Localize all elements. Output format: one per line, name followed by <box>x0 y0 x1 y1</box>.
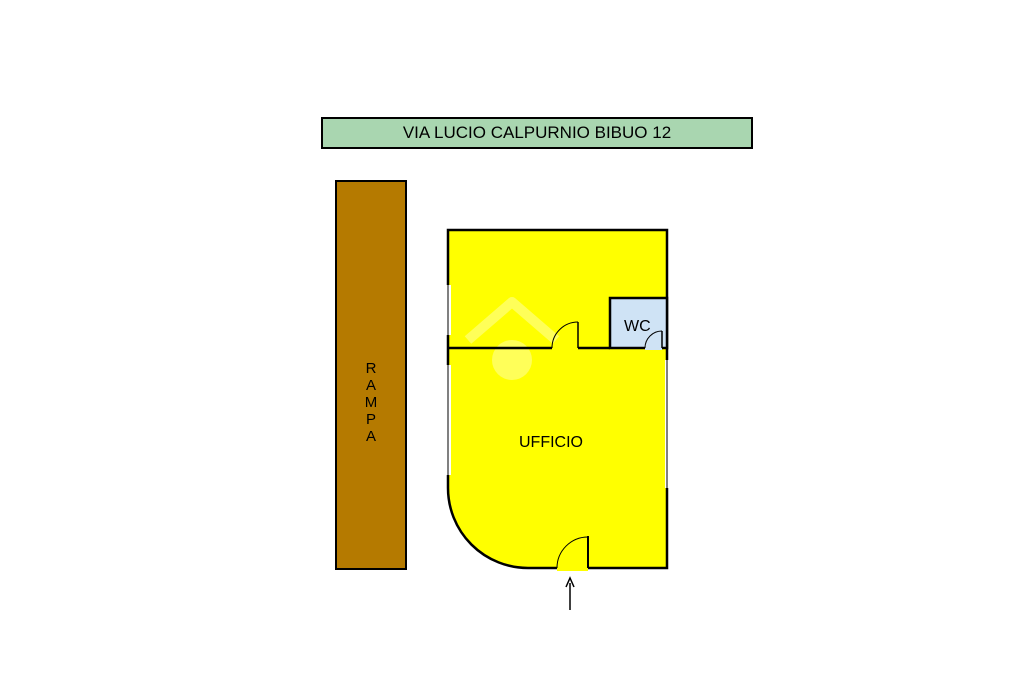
house-watermark-icon <box>464 297 560 380</box>
entrance-arrow-icon <box>565 576 575 610</box>
wc-room <box>608 296 669 350</box>
entrance-door-icon <box>556 536 589 571</box>
window-right <box>665 360 670 488</box>
ramp-label: R A M P A <box>364 360 378 445</box>
office-outline <box>446 228 669 570</box>
street-name: VIA LUCIO CALPURNIO BIBUO 12 <box>402 123 672 142</box>
window-left-upper <box>446 285 451 335</box>
wc-label: WC <box>624 318 651 335</box>
interior-door-icon <box>551 321 579 349</box>
ramp-area: R A M P A <box>335 180 407 570</box>
street-label-box: VIA LUCIO CALPURNIO BIBUO 12 <box>321 117 753 149</box>
office-label: UFFICIO <box>519 434 583 451</box>
window-left-lower <box>446 365 451 475</box>
wc-door-icon <box>644 330 663 350</box>
